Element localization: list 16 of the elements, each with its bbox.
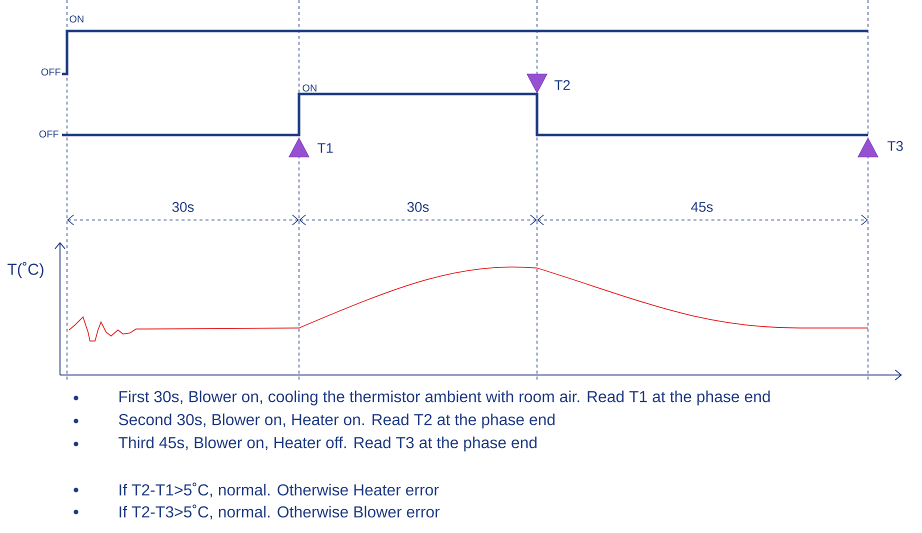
marker-label: T1 [318,143,333,153]
bullet-text: First 30s, Blower on, cooling the thermistor ambient with room air. Read T1 at the phase end [120,390,770,406]
bullet-text: Third 45s, Blower on, Heater off. Read T3 at the phase end [118,436,537,452]
state-label: ON [70,15,84,23]
bullet-text: If T2-T1>5˚C, normal. Otherwise Heater error [120,482,439,498]
bullet-text: If T2-T3>5˚C, normal. Otherwise Blower error [120,504,440,520]
state-label: ON [302,84,316,92]
marker-label: T3 [888,141,903,151]
duration-label: 30s [407,202,429,212]
state-label: OFF [39,130,58,138]
duration-label: 45s [691,202,713,212]
axis-label: T(˚C) [8,262,44,278]
duration-label: 30s [172,202,194,212]
bullet-text: Second 30s, Blower on, Heater on. Read T2 at the phase end [118,414,555,428]
marker-label: T2 [554,80,570,90]
state-label: OFF [41,68,60,76]
